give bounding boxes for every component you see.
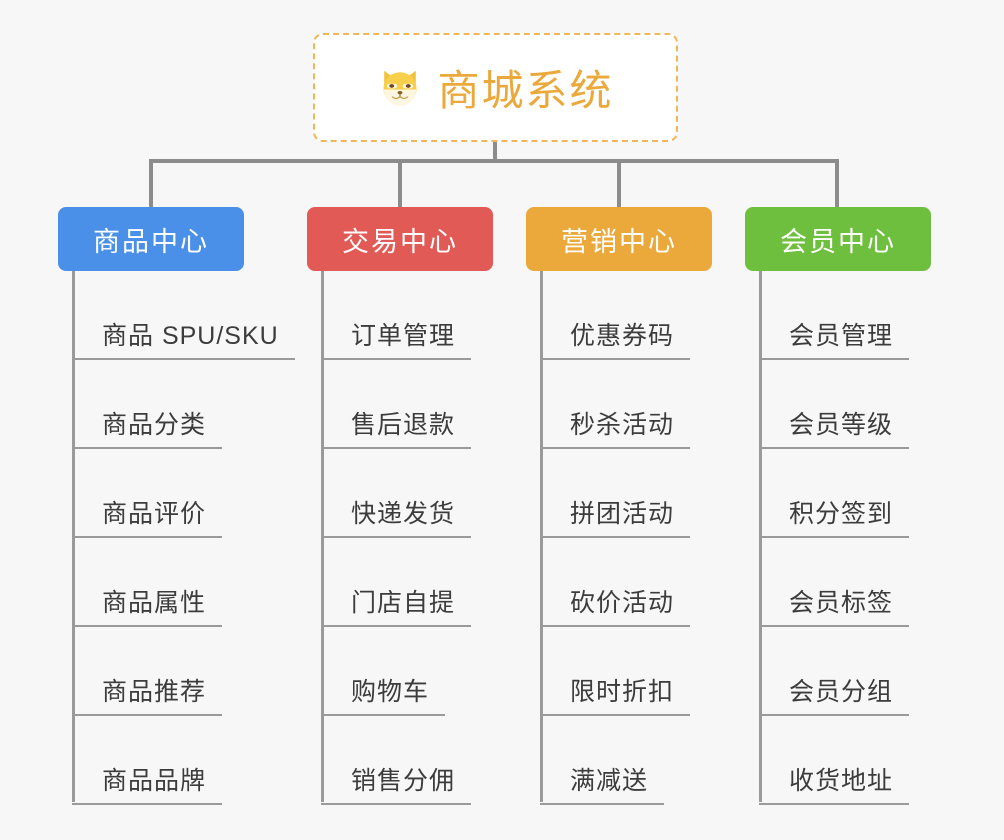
leaf-item[interactable]: 限时折扣 — [540, 627, 691, 716]
leaf-label: 会员分组 — [759, 672, 910, 716]
connector-drop-1 — [149, 159, 153, 207]
leaf-item[interactable]: 售后退款 — [321, 360, 472, 449]
branch-header-label: 交易中心 — [342, 226, 458, 257]
leaf-item[interactable]: 优惠券码 — [540, 271, 691, 360]
root-title: 商城系统 — [437, 67, 614, 114]
leaf-item[interactable]: 会员管理 — [759, 271, 910, 360]
branch-header-4[interactable]: 会员中心 — [745, 207, 931, 271]
leaf-item[interactable]: 商品 SPU/SKU — [72, 271, 295, 360]
leaf-item[interactable]: 快递发货 — [321, 449, 472, 538]
branch-header-label: 商品中心 — [93, 226, 209, 257]
leaf-label: 会员管理 — [759, 316, 910, 360]
leaf-label: 商品分类 — [72, 405, 223, 449]
leaf-label: 商品推荐 — [72, 672, 223, 716]
leaf-label: 快递发货 — [321, 494, 472, 538]
leaf-label: 收货地址 — [759, 761, 910, 805]
branch-header-label: 会员中心 — [780, 226, 896, 257]
leaf-item[interactable]: 商品品牌 — [72, 716, 223, 805]
leaf-label: 满减送 — [540, 761, 665, 805]
leaf-item[interactable]: 商品推荐 — [72, 627, 223, 716]
leaf-item[interactable]: 会员等级 — [759, 360, 910, 449]
leaf-item[interactable]: 商品属性 — [72, 538, 223, 627]
connector-drop-3 — [617, 159, 621, 207]
leaf-label: 限时折扣 — [540, 672, 691, 716]
leaf-label: 积分签到 — [759, 494, 910, 538]
leaf-label: 秒杀活动 — [540, 405, 691, 449]
leaf-item[interactable]: 商品分类 — [72, 360, 223, 449]
leaf-label: 商品 SPU/SKU — [72, 316, 295, 360]
leaf-label: 订单管理 — [321, 316, 472, 360]
leaf-item[interactable]: 拼团活动 — [540, 449, 691, 538]
branch-header-1[interactable]: 商品中心 — [58, 207, 244, 271]
shiba-dog-face-icon — [377, 65, 423, 111]
leaf-item[interactable]: 销售分佣 — [321, 716, 472, 805]
leaf-item[interactable]: 收货地址 — [759, 716, 910, 805]
leaf-item[interactable]: 门店自提 — [321, 538, 472, 627]
leaf-label: 购物车 — [321, 672, 446, 716]
leaf-label: 售后退款 — [321, 405, 472, 449]
leaf-label: 销售分佣 — [321, 761, 472, 805]
leaf-label: 砍价活动 — [540, 583, 691, 627]
leaf-item[interactable]: 秒杀活动 — [540, 360, 691, 449]
leaf-label: 商品评价 — [72, 494, 223, 538]
connector-drop-4 — [835, 159, 839, 207]
connector-bus-bar — [149, 159, 837, 163]
leaf-item[interactable]: 订单管理 — [321, 271, 472, 360]
leaf-item[interactable]: 积分签到 — [759, 449, 910, 538]
leaf-label: 商品属性 — [72, 583, 223, 627]
branch-header-2[interactable]: 交易中心 — [307, 207, 493, 271]
root-node[interactable]: 商城系统 — [313, 33, 678, 142]
leaf-label: 拼团活动 — [540, 494, 691, 538]
leaf-item[interactable]: 商品评价 — [72, 449, 223, 538]
connector-root-stem — [493, 142, 497, 162]
leaf-item[interactable]: 砍价活动 — [540, 538, 691, 627]
leaf-label: 门店自提 — [321, 583, 472, 627]
branch-header-3[interactable]: 营销中心 — [526, 207, 712, 271]
leaf-item[interactable]: 购物车 — [321, 627, 446, 716]
leaf-item[interactable]: 会员标签 — [759, 538, 910, 627]
leaf-item[interactable]: 会员分组 — [759, 627, 910, 716]
leaf-item[interactable]: 满减送 — [540, 716, 665, 805]
leaf-label: 优惠券码 — [540, 316, 691, 360]
branch-header-label: 营销中心 — [561, 226, 677, 257]
leaf-label: 会员标签 — [759, 583, 910, 627]
leaf-label: 会员等级 — [759, 405, 910, 449]
leaf-label: 商品品牌 — [72, 761, 223, 805]
connector-drop-2 — [398, 159, 402, 207]
